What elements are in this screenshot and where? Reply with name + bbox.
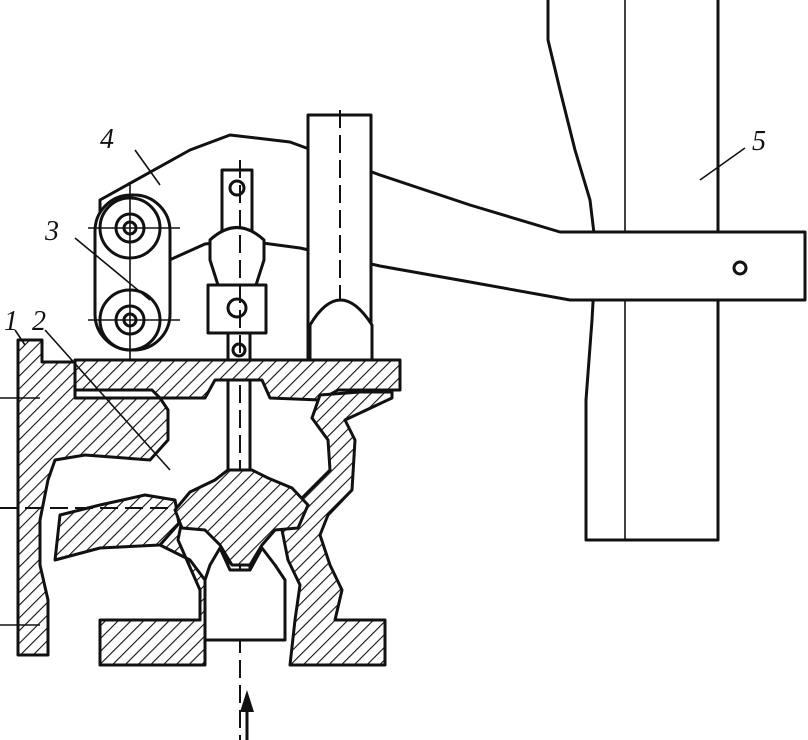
label-part-5: 5 [752,126,766,157]
upper-bracket [306,110,374,365]
lever-arm-part-4 [98,133,807,302]
label-part-2: 2 [32,306,46,337]
valve-body-part-1 [0,329,402,667]
label-part-3: 3 [44,216,59,247]
label-part-4: 4 [100,124,114,155]
label-part-1: 1 [4,306,18,337]
flow-arrow [240,690,254,740]
valve-stem [206,160,268,740]
roller-assembly-part-3 [74,185,180,360]
